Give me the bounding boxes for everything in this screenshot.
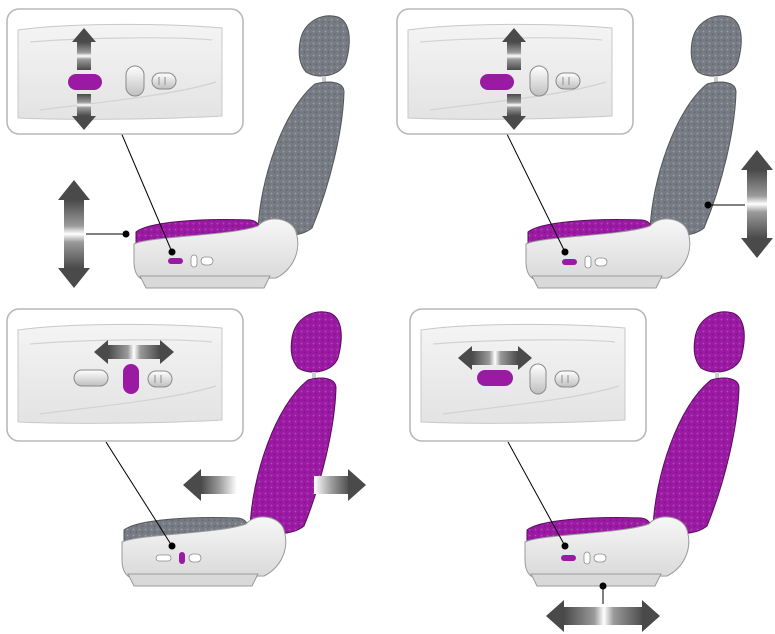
- switch-vertical: [530, 66, 548, 96]
- callout-dot: [169, 543, 176, 550]
- seat-backrest: [653, 378, 739, 534]
- callout-dot: [169, 249, 176, 256]
- switch-button: [556, 73, 580, 89]
- mini-switch-horizontal: [562, 259, 577, 265]
- switch-vertical-active: [123, 364, 139, 394]
- mini-switch-button: [189, 554, 201, 562]
- panel-seat-height-backrest: [397, 9, 773, 288]
- seat-headrest: [691, 16, 741, 76]
- callout-panel: [7, 309, 243, 441]
- mini-switch-vertical: [585, 256, 591, 268]
- mini-switch-horizontal: [156, 555, 171, 561]
- vertical-adjust-arrow-icon: [741, 150, 773, 258]
- mini-switch-button: [595, 258, 607, 266]
- seat-headrest: [694, 312, 744, 372]
- callout-panel: [397, 9, 633, 134]
- switch-horizontal: [74, 370, 108, 386]
- fore-aft-arrow-icon: [546, 600, 660, 632]
- mini-switch-vertical-active: [179, 552, 185, 564]
- switch-button: [152, 73, 176, 89]
- arrow-leader-dot: [705, 202, 712, 209]
- mini-switch-button: [201, 257, 213, 265]
- switch-horizontal-active: [477, 370, 513, 386]
- vertical-adjust-arrow-icon: [58, 180, 90, 288]
- switch-horizontal-active: [68, 74, 102, 90]
- seat-backrest: [250, 378, 336, 534]
- seat-backrest: [650, 82, 736, 236]
- arrow-leader-dot: [600, 583, 607, 590]
- switch-vertical: [530, 364, 546, 394]
- backward-arrow-icon: [183, 469, 237, 501]
- switch-horizontal-active: [480, 74, 514, 90]
- arrow-leader-dot: [123, 231, 130, 238]
- switch-vertical: [126, 66, 144, 96]
- seat-rail: [532, 276, 662, 288]
- mini-switch-horizontal-active: [561, 555, 576, 561]
- panel-seat-height: [7, 9, 349, 288]
- callout-panel: [7, 9, 243, 134]
- panel-seat-fore-aft: [410, 309, 744, 632]
- callout-dot: [562, 249, 569, 256]
- mini-switch-vertical: [584, 552, 590, 564]
- panel-backrest-recline: [7, 309, 366, 586]
- seat-rail: [140, 276, 270, 288]
- switch-button: [148, 371, 172, 387]
- switch-button: [555, 371, 579, 387]
- seat-rail: [531, 574, 661, 586]
- callout-dot: [562, 543, 569, 550]
- seat-backrest: [258, 82, 344, 236]
- mini-switch-button: [594, 554, 606, 562]
- mini-switch-vertical: [191, 255, 197, 267]
- seat-headrest: [299, 16, 349, 76]
- mini-switch-horizontal: [168, 258, 183, 264]
- seat-rail: [128, 574, 258, 586]
- callout-panel: [410, 309, 646, 441]
- seat-headrest: [291, 312, 341, 372]
